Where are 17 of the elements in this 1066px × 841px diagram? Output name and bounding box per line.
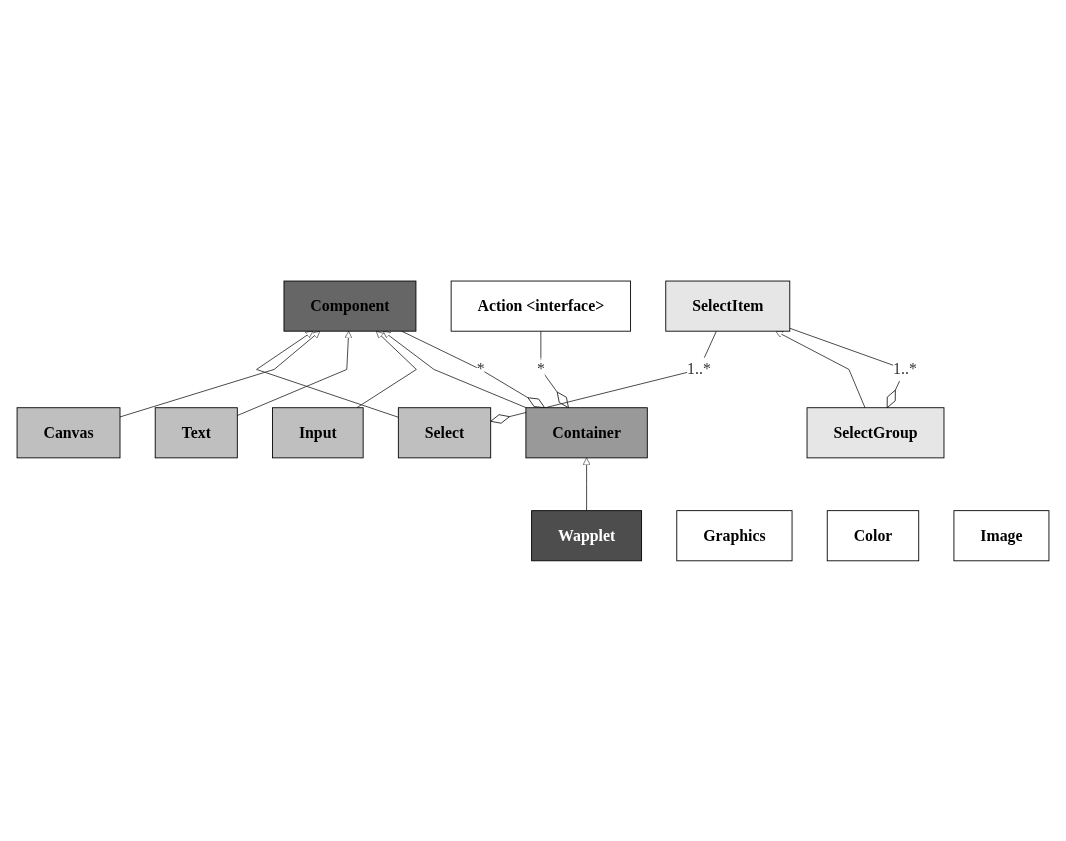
node-box: Component [283, 280, 417, 332]
node-box: Action <interface> [450, 280, 632, 332]
node-box: Container [525, 406, 648, 458]
edge-label: 1..* [687, 359, 711, 378]
node-box: Input [272, 406, 364, 458]
edge-label: * [536, 359, 545, 378]
node-box: Text [154, 406, 238, 458]
edge-label: * [476, 359, 485, 378]
node-box: Canvas [16, 406, 121, 458]
node-box: Color [826, 509, 920, 561]
node-box: SelectGroup [806, 406, 945, 458]
node-box: Select [397, 406, 492, 458]
edge-label: 1..* [893, 359, 917, 378]
node-box: SelectItem [665, 280, 791, 332]
node-box: Graphics [676, 509, 793, 561]
node-box: Wapplet [531, 509, 643, 561]
node-box: Image [953, 509, 1050, 561]
